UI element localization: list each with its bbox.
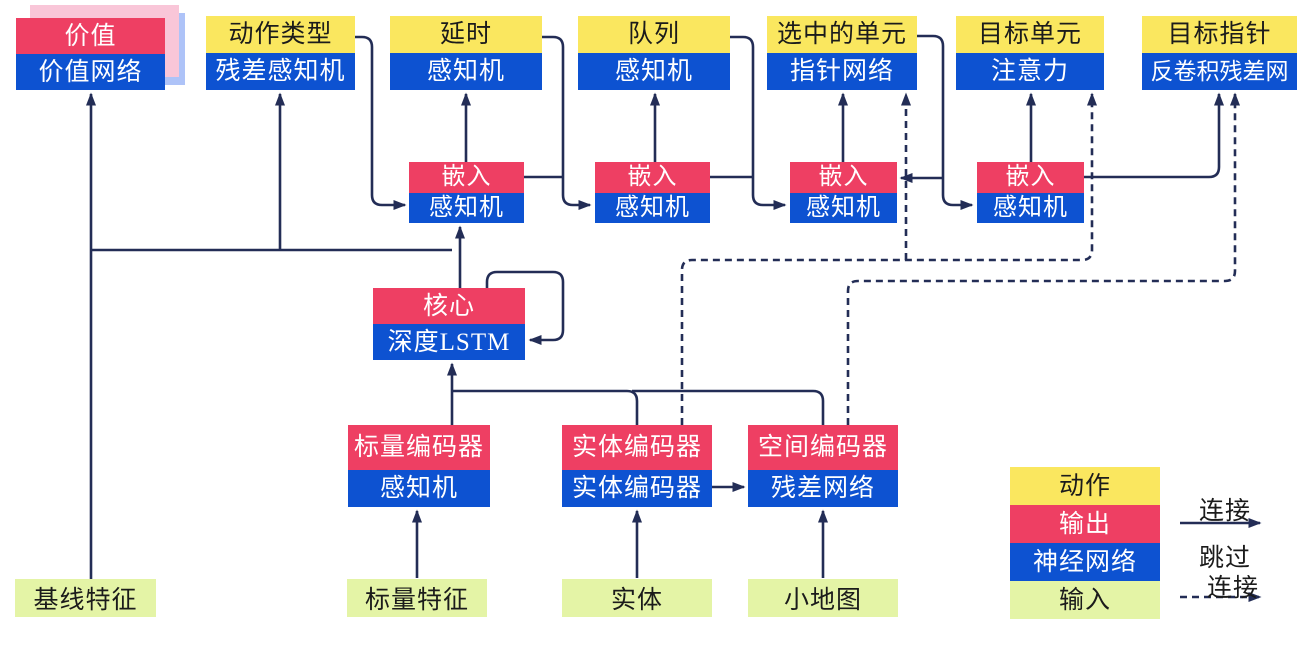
embed-4-sublabel: 感知机: [977, 192, 1084, 223]
encoder-scalar-label: 标量编码器: [348, 425, 490, 470]
input-entities: 实体: [562, 579, 712, 617]
input-scalar-features: 标量特征: [347, 579, 487, 617]
embed-2-label: 嵌入: [595, 162, 710, 193]
edge-skip-entity: [680, 92, 1097, 425]
head-delay: 延时 感知机: [390, 16, 542, 90]
head-target-point-sublabel: 反卷积残差网: [1142, 53, 1297, 90]
head-queue-sublabel: 感知机: [578, 53, 730, 90]
edge-skip-spatial: [846, 92, 1240, 425]
head-action-type-sublabel: 残差感知机: [206, 53, 355, 90]
encoder-entity-sublabel: 实体编码器: [562, 470, 712, 507]
encoder-scalar: 标量编码器 感知机: [348, 425, 490, 507]
encoder-entity-label: 实体编码器: [562, 425, 712, 470]
edge-queue-to-embed3: [730, 35, 787, 210]
encoder-scalar-sublabel: 感知机: [348, 470, 490, 507]
head-queue-label: 队列: [578, 16, 730, 53]
legend-dashed-label-line1: 跳过: [1198, 545, 1251, 572]
edge-spatialenc-to-trunk: [632, 389, 825, 425]
legend-swatches: 动作 输出 神经网络 输入: [1010, 467, 1160, 619]
head-value-label: 价值: [16, 18, 165, 54]
embed-1: 嵌入 感知机: [409, 162, 524, 223]
embed-2-sublabel: 感知机: [595, 192, 710, 223]
embed-1-sublabel: 感知机: [409, 192, 524, 223]
legend-input-label: 输入: [1010, 581, 1160, 619]
head-target-unit: 目标单元 注意力: [956, 16, 1104, 90]
head-delay-label: 延时: [390, 16, 542, 53]
legend-action-label: 动作: [1010, 467, 1160, 505]
core-node: 核心 深度LSTM: [373, 288, 525, 360]
head-target-point: 目标指针 反卷积残差网: [1142, 16, 1297, 90]
embed-4: 嵌入 感知机: [977, 162, 1084, 223]
head-target-point-label: 目标指针: [1142, 16, 1297, 53]
edge-delay-to-embed2: [542, 35, 592, 210]
embed-2: 嵌入 感知机: [595, 162, 710, 223]
legend-network-label: 神经网络: [1010, 543, 1160, 581]
edge-entityenc-to-trunk: [452, 389, 639, 425]
encoder-spatial: 空间编码器 残差网络: [748, 425, 898, 507]
head-delay-sublabel: 感知机: [390, 53, 542, 90]
encoder-spatial-sublabel: 残差网络: [748, 470, 898, 507]
head-queue: 队列 感知机: [578, 16, 730, 90]
legend-output-label: 输出: [1010, 505, 1160, 543]
head-value-sublabel: 价值网络: [16, 54, 165, 90]
legend-solid-label: 连接: [1198, 498, 1251, 525]
head-selected-units: 选中的单元 指针网络: [767, 16, 917, 90]
embed-1-label: 嵌入: [409, 162, 524, 193]
encoder-entity: 实体编码器 实体编码器: [562, 425, 712, 507]
encoder-spatial-label: 空间编码器: [748, 425, 898, 470]
head-action-type: 动作类型 残差感知机: [206, 16, 355, 90]
edge-embed4-to-targetpoint: [1084, 92, 1224, 179]
head-value: 价值 价值网络: [16, 18, 165, 90]
head-action-type-label: 动作类型: [206, 16, 355, 53]
head-selected-units-label: 选中的单元: [767, 16, 917, 53]
input-baseline-features: 基线特征: [15, 579, 156, 617]
head-target-unit-sublabel: 注意力: [956, 53, 1104, 90]
legend-dashed-label-line2: 连接: [1206, 575, 1259, 602]
core-sublabel: 深度LSTM: [373, 324, 525, 360]
embed-3-label: 嵌入: [790, 162, 897, 193]
edge-core-self-loop: [485, 270, 565, 345]
edge-selected-to-embed4: [917, 34, 974, 210]
embed-4-label: 嵌入: [977, 162, 1084, 193]
embed-3-sublabel: 感知机: [790, 192, 897, 223]
core-label: 核心: [373, 288, 525, 324]
input-minimap: 小地图: [748, 579, 898, 617]
edge-actiontype-to-embed1: [355, 35, 407, 210]
head-target-unit-label: 目标单元: [956, 16, 1104, 53]
embed-3: 嵌入 感知机: [790, 162, 897, 223]
head-selected-units-sublabel: 指针网络: [767, 53, 917, 90]
